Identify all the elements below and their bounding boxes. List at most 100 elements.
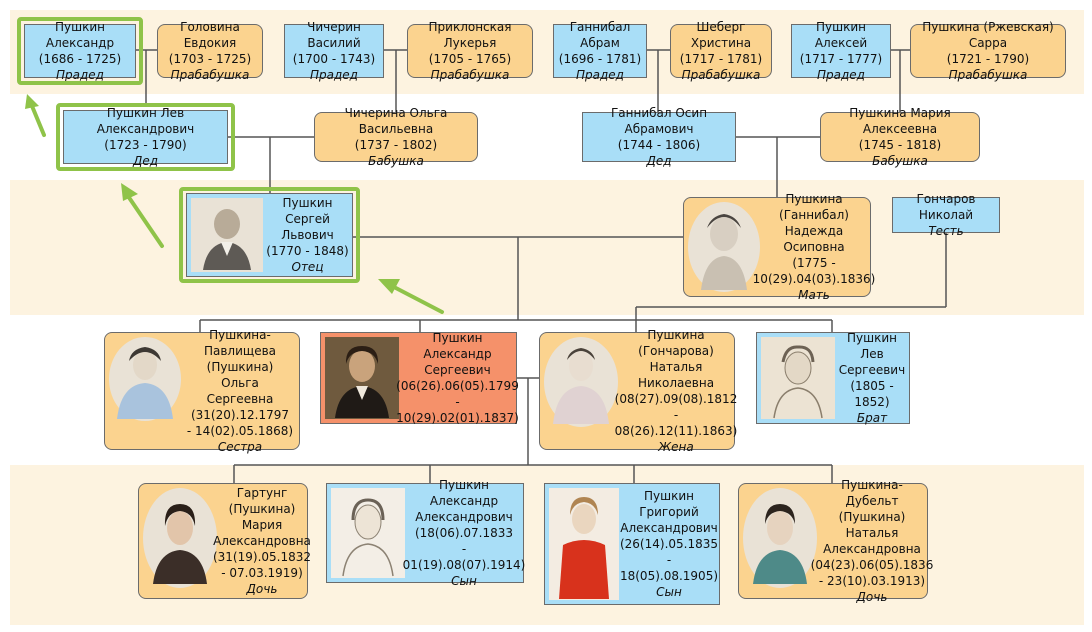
person-card-chicherin[interactable]: Чичерин Василий (1700 - 1743) Прадед — [284, 20, 384, 82]
portrait-photo — [109, 337, 181, 421]
person-dates: (1723 - 1790) — [104, 138, 187, 152]
person-dates-cont: 10(29).04(03).1836) — [752, 272, 876, 286]
person-dates: (1717 - 1777) — [799, 52, 883, 66]
person-surname: Пушкина-Дубельт — [841, 478, 903, 508]
person-card-pushkina-sarra[interactable]: Пушкина (Ржевская) Сарра (1721 - 1790) П… — [910, 20, 1066, 82]
person-name: Шеберг Христина — [690, 20, 752, 50]
person-maiden: (Пушкина) — [206, 360, 274, 374]
person-card-golovina[interactable]: Головина Евдокия (1703 - 1725) Прабабушк… — [157, 20, 263, 82]
person-card-goncharov[interactable]: Гончаров Николай Тесть — [892, 192, 1000, 238]
person-name: Пушкина (Ржевская) Сарра — [922, 20, 1054, 50]
person-dates-cont: - 14(02).05.1868) — [186, 424, 294, 438]
relation-label: Прадед — [310, 68, 358, 82]
portrait-photo — [761, 337, 835, 419]
portrait-photo — [743, 488, 817, 588]
person-maiden: (Гончарова) — [638, 344, 714, 358]
person-name: Ганнибал Осип Абрамович — [610, 106, 708, 136]
person-first-name: Мария — [241, 518, 283, 532]
person-patronymic: Николаевна — [637, 376, 715, 390]
person-patronymic: Александрович — [415, 510, 513, 524]
portrait-photo — [191, 198, 263, 272]
person-dates: (04(23).06(05).1836 — [810, 558, 934, 572]
relation-label: Сын — [656, 585, 682, 599]
person-patronymic: Александрович — [620, 521, 718, 535]
portrait-photo — [331, 488, 405, 578]
person-name: Пушкин Алексей — [814, 20, 868, 50]
person-surname: Пушкин — [439, 478, 489, 492]
relation-label: Прадед — [56, 68, 104, 82]
person-maiden: (Пушкина) — [838, 510, 906, 524]
person-card-pushkina-maria-alexeevna[interactable]: Пушкина Мария Алексеевна (1745 - 1818) Б… — [820, 106, 980, 168]
person-card-pushkin-alexey[interactable]: Пушкин Алексей (1717 - 1777) Прадед — [791, 20, 891, 82]
person-name: Гончаров Николай — [916, 192, 976, 222]
person-card-dubelt[interactable]: Пушкина-Дубельт (Пушкина) Наталья Алекса… — [738, 478, 933, 604]
person-patronymic: Сергеевна — [206, 392, 274, 406]
portrait-olga-icon — [117, 347, 173, 419]
portrait-lev-icon — [773, 345, 823, 419]
relation-label: Дед — [132, 154, 159, 168]
relation-label: Мать — [798, 288, 830, 302]
person-dates: (31(20).12.1797 — [190, 408, 290, 422]
person-name: Пушкин Лев Александрович — [96, 106, 195, 136]
person-first-name: Наталья — [649, 360, 703, 374]
person-dates-cont: - 01(19).08(07).1914) — [402, 542, 526, 572]
portrait-alexander-jr-icon — [342, 498, 394, 577]
person-dates: (1805 - 1852) — [850, 379, 894, 409]
person-dates: (1775 - — [792, 256, 836, 270]
person-dates: (1717 - 1781) — [679, 52, 763, 66]
person-name: Пушкин Александр — [45, 20, 115, 50]
portrait-sergey-icon — [203, 209, 251, 270]
person-name: Пушкина-Павлищева — [203, 328, 277, 358]
person-card-pushkin-alexander-alexandrovich[interactable]: Пушкин Александр Александрович (18(06).0… — [326, 478, 526, 588]
person-card-gartung[interactable]: Гартунг (Пушкина) Мария Александровна (3… — [138, 483, 311, 599]
relation-label: Жена — [658, 440, 694, 454]
person-patronymic: Сергеевич — [424, 363, 491, 377]
person-card-chicherina-olga[interactable]: Чичерина Ольга Васильевна (1737 - 1802) … — [314, 106, 478, 168]
relation-label: Отец — [291, 260, 324, 274]
person-card-sheberg[interactable]: Шеберг Христина (1717 - 1781) Прабабушка — [670, 20, 772, 82]
person-dates: (1700 - 1743) — [292, 52, 376, 66]
person-dates: (1705 - 1765) — [428, 52, 512, 66]
person-dates: (1696 - 1781) — [558, 52, 642, 66]
person-dates: (1745 - 1818) — [858, 138, 942, 152]
person-card-pushkin-lev-sergeevich[interactable]: Пушкин Лев Сергеевич (1805 - 1852) Брат — [756, 331, 910, 425]
person-maiden: (Пушкина) — [228, 502, 296, 516]
relation-label: Брат — [856, 411, 888, 425]
relation-label: Дочь — [246, 582, 278, 596]
portrait-photo — [688, 202, 760, 292]
person-name: Чичерина Ольга Васильевна — [344, 106, 448, 136]
person-card-goncharova[interactable]: Пушкина (Гончарова) Наталья Николаевна (… — [539, 328, 737, 454]
person-card-pavlishcheva[interactable]: Пушкина-Павлищева (Пушкина) Ольга Сергее… — [104, 328, 300, 454]
person-dates: (1721 - 1790) — [946, 52, 1030, 66]
person-card-pushkin-grigory[interactable]: Пушкин Григорий Александрович (26(14).05… — [544, 483, 720, 605]
relation-label: Дед — [646, 154, 672, 168]
person-card-pushkin-alexander-1686[interactable]: Пушкин Александр (1686 - 1725) Прадед — [24, 20, 136, 82]
person-dates-cont: - 07.03.1919) — [221, 566, 303, 580]
relation-label: Прабабушка — [430, 68, 510, 82]
relation-label: Прадед — [576, 68, 624, 82]
person-dates: (1770 - 1848) — [266, 244, 349, 258]
relation-label: Прабабушка — [170, 68, 250, 82]
person-dates-cont: - 10(29).02(01).1837) — [396, 395, 519, 425]
person-patronymic: Сергеевич — [838, 363, 906, 377]
relation-label: Сын — [451, 574, 477, 588]
person-card-pushkin-alexander-sergeevich[interactable]: Пушкин Александр Сергеевич (06(26).06(05… — [320, 331, 519, 425]
person-surname: Пушкина — [647, 328, 705, 342]
person-card-gannibal-osip[interactable]: Ганнибал Осип Абрамович (1744 - 1806) Де… — [582, 106, 736, 168]
person-surname: Пушкин — [644, 489, 694, 503]
portrait-photo — [143, 488, 217, 588]
person-card-pushkin-lev-alexandrovich[interactable]: Пушкин Лев Александрович (1723 - 1790) Д… — [63, 106, 228, 168]
person-surname: Гартунг — [236, 486, 288, 500]
portrait-natalia-icon — [553, 348, 609, 424]
person-card-pushkin-sergey[interactable]: Пушкин Сергей Львович (1770 - 1848) Отец — [186, 193, 353, 277]
relation-label: Прабабушка — [681, 68, 761, 82]
person-card-gannibal-abram[interactable]: Ганнибал Абрам (1696 - 1781) Прадед — [553, 20, 647, 82]
person-dates-cont: - 23(10).03.1913) — [818, 574, 926, 588]
person-card-priklonskaya[interactable]: Приклонская Лукерья (1705 - 1765) Прабаб… — [407, 20, 533, 82]
person-first-name: Наталья — [845, 526, 899, 540]
person-name: Головина Евдокия — [180, 20, 240, 50]
relation-label: Прабабушка — [948, 68, 1028, 82]
person-card-pushkina-nadezhda[interactable]: Пушкина (Ганнибал) Надежда Осиповна (177… — [683, 192, 875, 302]
portrait-maria-icon — [153, 504, 207, 584]
person-dates: (1744 - 1806) — [617, 138, 701, 152]
